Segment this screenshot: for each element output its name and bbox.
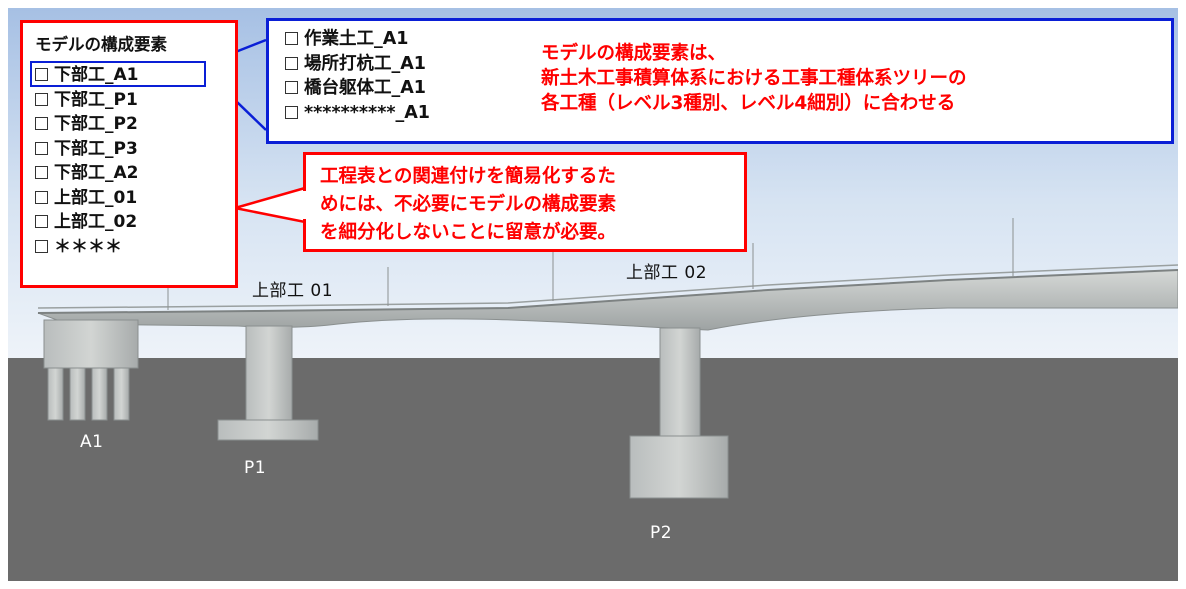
note-line: 各工種（レベル3種別、レベル4細別）に合わせる	[541, 93, 956, 114]
model-components-panel: モデルの構成要素 下部工_A1 下部工_P1 下部工_P2 下部工_P3 下部工…	[20, 20, 238, 288]
callout-line: 工程表との関連付けを簡易化するた	[320, 166, 616, 187]
callout-text: 工程表との関連付けを簡易化するた めには、不必要にモデルの構成要素 を細分化しな…	[320, 163, 616, 247]
checkbox[interactable]	[285, 32, 298, 45]
ground-plane	[8, 358, 1178, 581]
selected-item-highlight	[30, 61, 206, 87]
callout-pointer-joint	[303, 191, 308, 219]
component-list: 下部工_A1 下部工_P1 下部工_P2 下部工_P3 下部工_A2 上部工_0…	[35, 63, 139, 259]
component-item[interactable]: 下部工_A2	[35, 161, 139, 186]
span-label-02: 上部工 02	[626, 263, 708, 283]
bridge-girder	[37, 269, 1178, 331]
checkbox[interactable]	[35, 215, 48, 228]
sub-item-list: 作業土工_A1 場所打杭工_A1 橋台躯体工_A1 **********_A1	[285, 27, 430, 125]
sub-item[interactable]: 場所打杭工_A1	[285, 52, 430, 77]
checkbox[interactable]	[285, 81, 298, 94]
checkbox[interactable]	[285, 56, 298, 70]
component-item[interactable]: 上部工_01	[35, 186, 139, 211]
checkbox[interactable]	[35, 117, 48, 130]
checkbox[interactable]	[35, 92, 48, 106]
note-line: モデルの構成要素は、	[541, 43, 727, 64]
pier-label-p1: P1	[244, 458, 267, 478]
abutment-a1	[43, 319, 139, 421]
sub-element-panel: 作業土工_A1 場所打杭工_A1 橋台躯体工_A1 **********_A1 …	[266, 18, 1174, 144]
checkbox[interactable]	[285, 105, 298, 119]
checkbox[interactable]	[35, 141, 48, 155]
sub-item[interactable]: 橋台躯体工_A1	[285, 76, 430, 101]
callout-box: 工程表との関連付けを簡易化するた めには、不必要にモデルの構成要素 を細分化しな…	[303, 152, 747, 252]
checkbox[interactable]	[35, 190, 48, 204]
callout-line: を細分化しないことに留意が必要。	[320, 222, 617, 243]
checkbox[interactable]	[35, 166, 48, 179]
pier-p1	[217, 325, 319, 441]
checkbox[interactable]	[35, 239, 48, 253]
sub-item[interactable]: **********_A1	[285, 101, 430, 126]
alignment-note: モデルの構成要素は、 新土木工事積算体系における工事工種体系ツリーの 各工種（レ…	[541, 41, 967, 116]
callout-line: めには、不必要にモデルの構成要素	[320, 194, 617, 215]
note-line: 新土木工事積算体系における工事工種体系ツリーの	[541, 68, 967, 89]
component-item[interactable]: 下部工_A1	[35, 63, 139, 88]
component-item[interactable]: 下部工_P1	[35, 88, 139, 113]
checkbox[interactable]	[35, 68, 48, 81]
span-label-01: 上部工 01	[252, 281, 334, 301]
component-item[interactable]: 上部工_02	[35, 210, 139, 235]
pier-p2	[629, 327, 729, 499]
component-item[interactable]: 下部工_P2	[35, 112, 139, 137]
pier-label-p2: P2	[650, 523, 673, 543]
sub-item[interactable]: 作業土工_A1	[285, 27, 430, 52]
component-item[interactable]: ＊＊＊＊	[35, 235, 139, 260]
pier-label-a1: A1	[80, 432, 104, 452]
panel-title: モデルの構成要素	[35, 35, 167, 54]
component-item[interactable]: 下部工_P3	[35, 137, 139, 162]
